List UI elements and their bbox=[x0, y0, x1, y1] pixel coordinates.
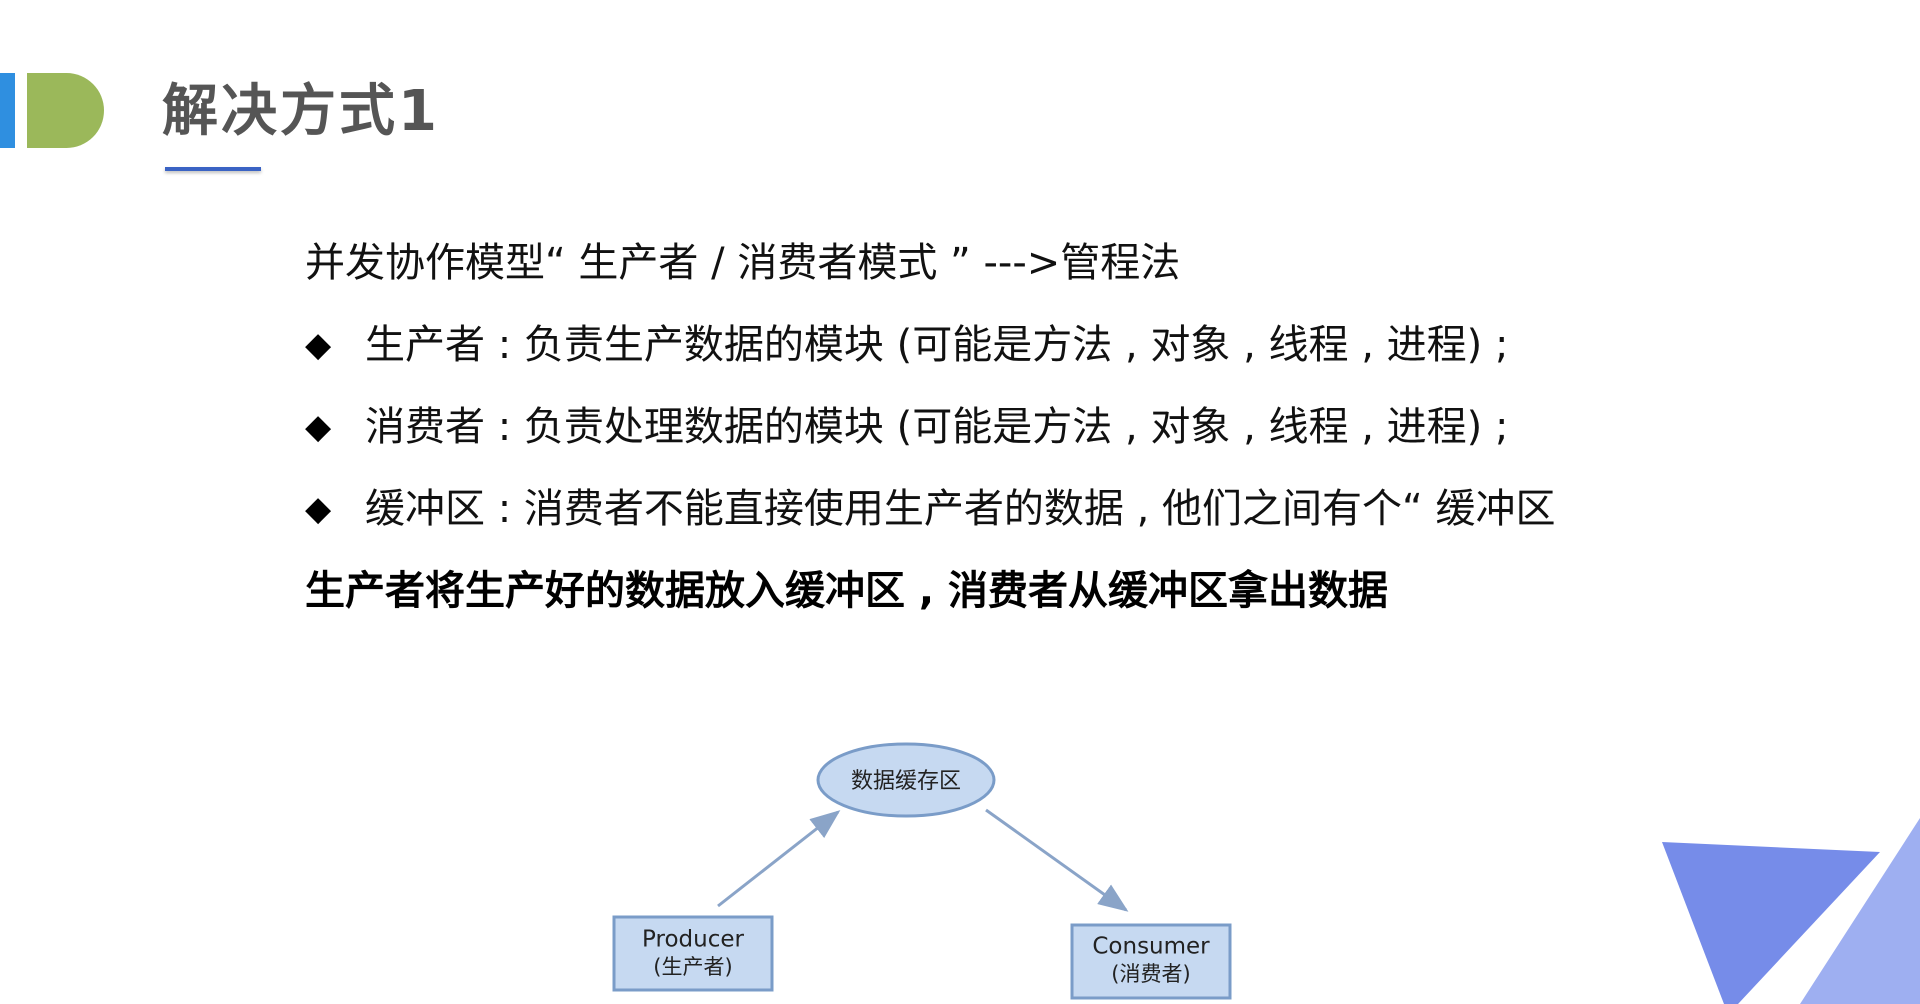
bullet-consumer: ◆ 消费者 : 负责处理数据的模块 (可能是方法 , 对象 , 线程 , 进程)… bbox=[305, 402, 1508, 452]
diamond-bullet-icon: ◆ bbox=[305, 489, 332, 529]
producer-to-buffer-arrow bbox=[717, 810, 841, 908]
header-accent-bar bbox=[0, 73, 15, 148]
diamond-bullet-icon: ◆ bbox=[305, 407, 332, 447]
slide-title: 解决方式1 bbox=[162, 79, 440, 144]
buffer-to-consumer-arrow bbox=[985, 808, 1129, 912]
bullet-buffer: ◆ 缓冲区 : 消费者不能直接使用生产者的数据 , 他们之间有个“ 缓冲区 bbox=[305, 484, 1556, 534]
producer-label: Producer bbox=[642, 927, 744, 953]
bullet-text: 缓冲区 : 消费者不能直接使用生产者的数据 , 他们之间有个“ 缓冲区 bbox=[365, 486, 1556, 532]
diamond-bullet-icon: ◆ bbox=[305, 325, 332, 365]
intro-text: 并发协作模型“ 生产者 / 消费者模式 ” --->管程法 bbox=[305, 240, 1181, 286]
header-accent-tab bbox=[27, 73, 104, 148]
bullet-producer: ◆ 生产者 : 负责生产数据的模块 (可能是方法 , 对象 , 线程 , 进程)… bbox=[305, 320, 1508, 370]
buffer-label: 数据缓存区 bbox=[851, 769, 961, 794]
consumer-label: Consumer bbox=[1092, 934, 1210, 960]
buffer-node: 数据缓存区 bbox=[816, 742, 996, 818]
consumer-node: Consumer (消费者) bbox=[1070, 923, 1232, 1000]
title-underline bbox=[165, 167, 261, 171]
producer-sublabel: (生产者) bbox=[653, 955, 732, 979]
bullet-text: 生产者 : 负责生产数据的模块 (可能是方法 , 对象 , 线程 , 进程) ; bbox=[365, 322, 1509, 368]
consumer-sublabel: (消费者) bbox=[1111, 962, 1190, 986]
bullet-text: 消费者 : 负责处理数据的模块 (可能是方法 , 对象 , 线程 , 进程) ; bbox=[365, 404, 1509, 450]
conclusion-text: 生产者将生产好的数据放入缓冲区 , 消费者从缓冲区拿出数据 bbox=[305, 568, 1389, 614]
producer-node: Producer (生产者) bbox=[612, 915, 774, 992]
